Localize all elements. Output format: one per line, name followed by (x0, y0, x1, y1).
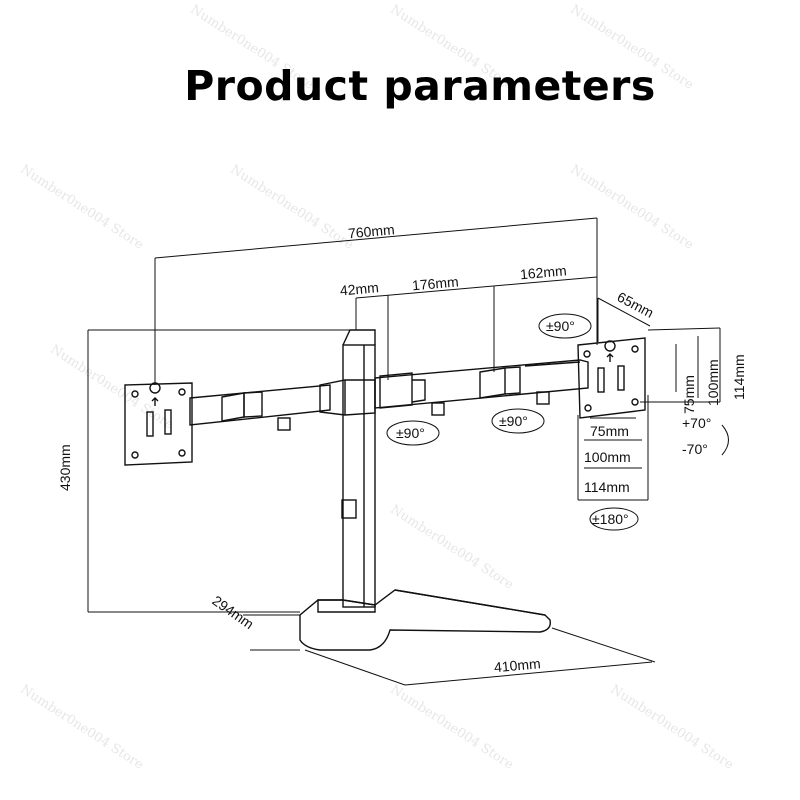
label-vesa-75-h: 75mm (681, 375, 697, 414)
arm-left (189, 379, 376, 431)
label-65mm: 65mm (615, 289, 657, 321)
stand-base (299, 589, 551, 651)
rotation-arc-bottom (589, 507, 639, 531)
rotation-arc-joint-left (386, 420, 440, 446)
label-head-swivel: ±90° (546, 318, 575, 334)
label-tilt-up: +70° (682, 415, 711, 431)
dim-vesa-lines (577, 327, 721, 501)
dim-760-line (154, 217, 598, 385)
vesa-plate-right (577, 337, 646, 419)
tilt-arc (721, 424, 729, 456)
dim-65-line (597, 297, 651, 342)
label-joint-left: ±90° (396, 425, 425, 441)
dim-arm-lines (355, 276, 598, 380)
label-vesa-114-w: 114mm (584, 479, 630, 495)
label-176mm: 176mm (411, 273, 459, 293)
label-430mm: 430mm (57, 444, 73, 491)
label-vesa-100-w: 100mm (584, 449, 631, 465)
label-joint-right: ±90° (499, 413, 528, 429)
rotation-arc-head (538, 313, 592, 339)
label-410mm: 410mm (493, 655, 541, 675)
arm-right (374, 359, 589, 416)
label-vesa-114-h: 114mm (731, 354, 747, 400)
label-tilt-down: -70° (682, 441, 708, 457)
stand-pole (341, 329, 376, 608)
dim-410-line (304, 627, 656, 686)
label-vesa-100-h: 100mm (705, 359, 721, 406)
dim-294-line (243, 614, 300, 651)
dim-430-line (87, 329, 350, 613)
page-title: Product parameters (184, 62, 656, 110)
label-vesa-75-w: 75mm (590, 423, 629, 439)
label-760mm: 760mm (347, 221, 395, 241)
label-42mm: 42mm (339, 279, 379, 298)
label-162mm: 162mm (519, 262, 567, 282)
label-rotation-180: ±180° (592, 511, 629, 527)
vesa-plate-left (124, 382, 193, 466)
rotation-arc-joint-right (491, 408, 545, 434)
